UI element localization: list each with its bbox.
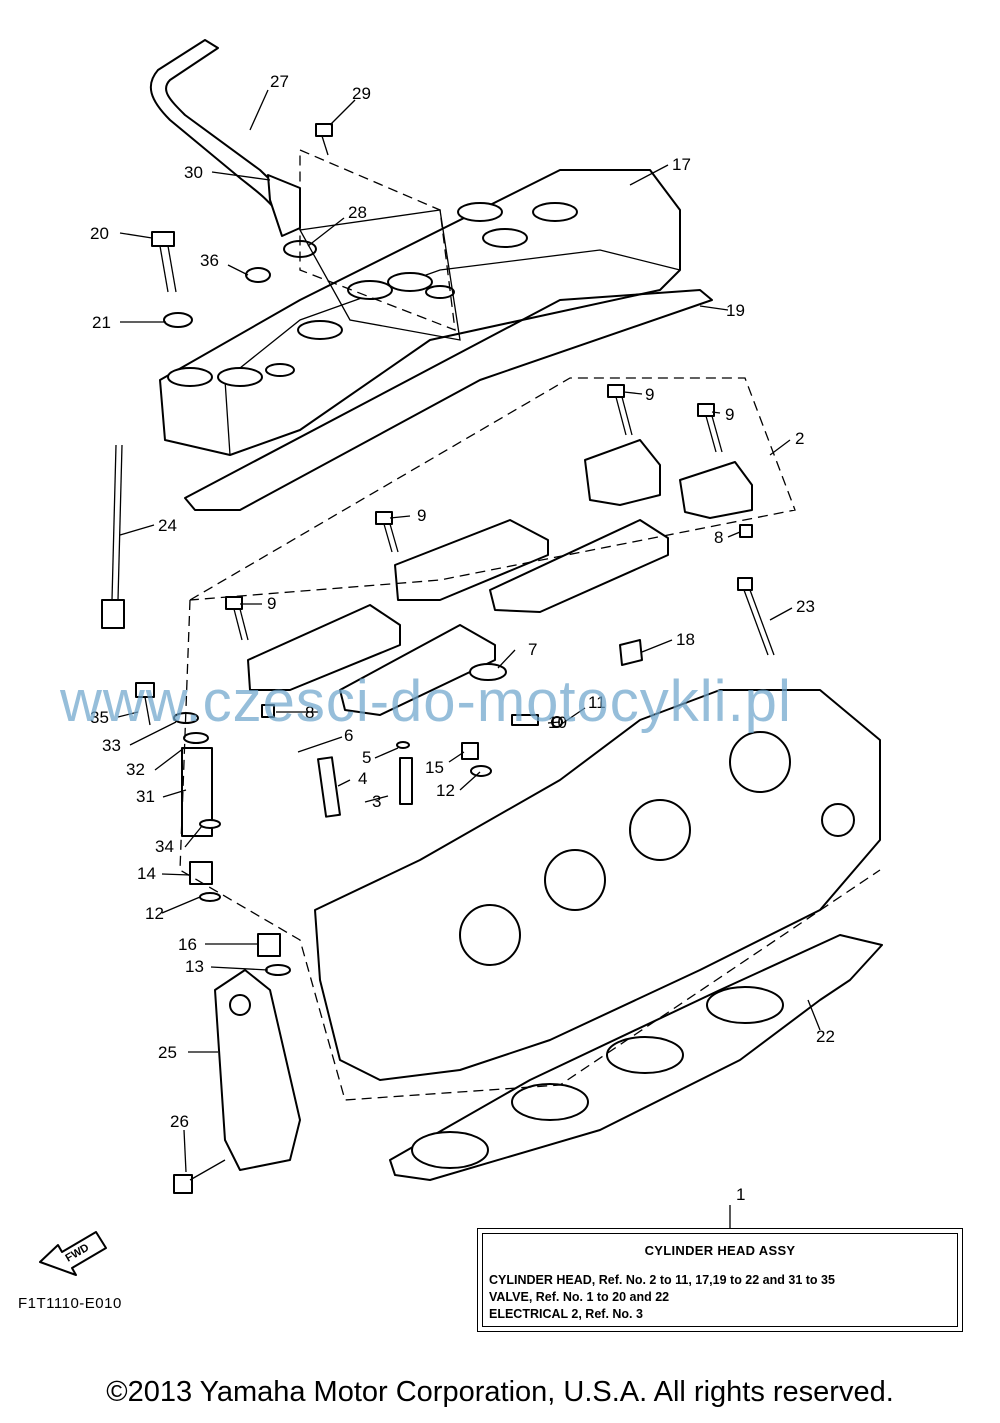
ref-label: 12 (436, 781, 455, 800)
ref-label: 33 (102, 736, 121, 755)
ref-label: 26 (170, 1112, 189, 1131)
bolts (135, 123, 775, 1194)
ref-label: 7 (528, 640, 537, 659)
ref-label: 1 (736, 1185, 745, 1204)
ref-label: 29 (352, 84, 371, 103)
ref-label: 21 (92, 313, 111, 332)
ref-label: 9 (725, 405, 734, 424)
ref-label: 9 (417, 506, 426, 525)
assembly-line: VALVE, Ref. No. 1 to 20 and 22 (489, 1290, 670, 1304)
ref-label: 17 (672, 155, 691, 174)
ref-label: 23 (796, 597, 815, 616)
ref-label: 27 (270, 72, 289, 91)
cylinder-head-cover (159, 169, 681, 456)
ref-label: 9 (267, 594, 276, 613)
ref-label: 35 (90, 708, 109, 727)
ref-label: 5 (362, 748, 371, 767)
ref-label: 4 (358, 769, 367, 788)
ref-label: 12 (145, 904, 164, 923)
fwd-arrow-icon: FWD (39, 1231, 107, 1276)
ref-label: 32 (126, 760, 145, 779)
ref-label: 16 (178, 935, 197, 954)
head-gasket (389, 934, 883, 1181)
leader-lines (117, 89, 821, 1228)
diagram-code: F1T1110-E010 (18, 1295, 122, 1312)
ref-label: 34 (155, 837, 174, 856)
sensor-wire (101, 444, 125, 629)
assembly-line: ELECTRICAL 2, Ref. No. 3 (489, 1307, 643, 1321)
small-parts (163, 267, 753, 976)
ref-label: 8 (714, 528, 723, 547)
ref-label: 24 (158, 516, 177, 535)
ref-label: 20 (90, 224, 109, 243)
ref-label: 8 (305, 703, 314, 722)
group-outlines (179, 149, 881, 1101)
assembly-line: CYLINDER HEAD, Ref. No. 2 to 11, 17,19 t… (489, 1273, 835, 1287)
cylinder-head (314, 689, 881, 1081)
ref-label: 3 (372, 792, 381, 811)
assembly-title: CYLINDER HEAD ASSY (644, 1243, 796, 1258)
ref-label: 36 (200, 251, 219, 270)
cover-plate (214, 969, 301, 1171)
assembly-info-box: CYLINDER HEAD ASSY CYLINDER HEAD, Ref. N… (477, 1228, 963, 1332)
copyright-notice: ©2013 Yamaha Motor Corporation, U.S.A. A… (106, 1376, 894, 1408)
ref-label: 13 (185, 957, 204, 976)
ref-label: 19 (726, 301, 745, 320)
ref-label: 6 (344, 726, 353, 745)
ref-label: 18 (676, 630, 695, 649)
ref-label: 14 (137, 864, 156, 883)
ref-label: 28 (348, 203, 367, 222)
ref-label: 31 (136, 787, 155, 806)
breather-hose (149, 39, 317, 258)
assembly-info-inner: CYLINDER HEAD ASSY CYLINDER HEAD, Ref. N… (482, 1233, 958, 1327)
ref-label: 25 (158, 1043, 177, 1062)
assembly-lines: CYLINDER HEAD, Ref. No. 2 to 11, 17,19 t… (489, 1272, 835, 1323)
ref-label: 2 (795, 429, 804, 448)
ref-label: 30 (184, 163, 203, 182)
ref-label: 11 (588, 693, 606, 712)
ref-label: 15 (425, 758, 444, 777)
watermark: www.czesci-do-motocykli.pl (60, 669, 792, 734)
ref-label: 10 (548, 713, 567, 732)
ref-labels: 1 2 3 4 5 6 7 8 8 9 9 9 9 10 11 12 12 13… (90, 72, 835, 1204)
ref-label: 22 (816, 1027, 835, 1046)
ref-label: 9 (645, 385, 654, 404)
cover-gasket (184, 289, 713, 511)
